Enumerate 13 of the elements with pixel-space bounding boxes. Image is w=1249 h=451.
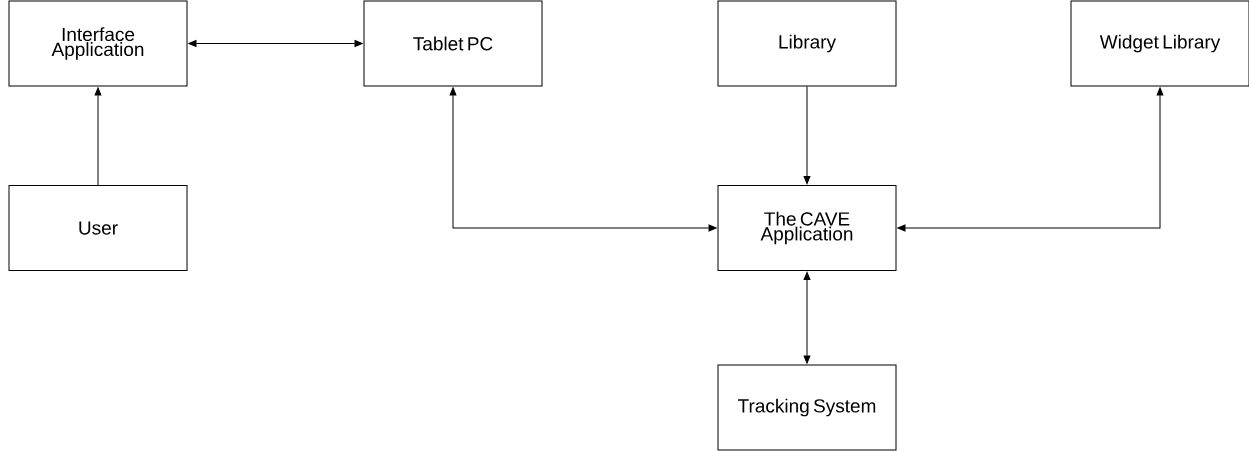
process-box: Interface Application <box>8 0 188 87</box>
arrow <box>803 86 811 185</box>
process-box: Widget Library <box>1070 0 1249 87</box>
arrow <box>94 87 102 186</box>
arrow <box>897 87 1164 232</box>
process-box: User <box>8 185 188 271</box>
process-box: Tablet PC <box>363 0 543 87</box>
process-box: Library <box>717 0 897 87</box>
arrow <box>449 87 717 232</box>
process-box: Tracking System <box>717 364 897 451</box>
arrow <box>188 40 363 47</box>
arrow <box>803 271 811 364</box>
process-box: The CAVE Application <box>717 185 897 271</box>
